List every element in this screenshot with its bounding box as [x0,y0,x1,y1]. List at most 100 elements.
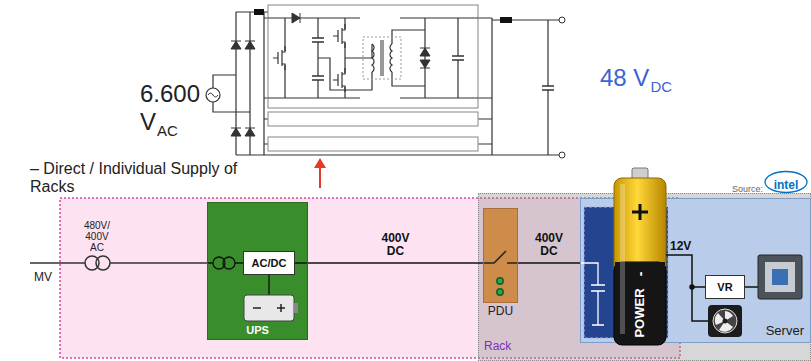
twelve-volt-bus-part [690,285,694,289]
battery-sign: - [632,272,648,277]
power-line [518,262,580,264]
edge-label: 400V DC [530,232,568,258]
battery-icon-part [244,295,294,321]
rectifier-schematic-part [363,37,401,79]
schematic-parts-part [245,128,255,136]
edge-label: 400V DC [377,232,415,258]
rectifier-schematic-part [390,44,392,72]
rectifier-schematic-part [268,137,478,151]
pointer-arrow-part [314,158,326,168]
unit-subscript: DC [650,78,672,95]
rectifier-schematic-part [372,44,374,72]
cpu-chip-part [758,255,802,299]
fan-icon-part [713,309,737,333]
converter-label: AC/DC [252,257,287,270]
label-holder: MV [34,267,52,285]
schematic-parts-part [542,86,554,90]
converter-box: AC/DC [243,251,295,275]
ac-source-part [208,93,218,97]
pointer-arrow [314,158,326,188]
schematic-parts-part [292,13,300,23]
schematic-parts-part [420,48,430,56]
schematic-parts-part [312,76,324,80]
pdu-switch-part [497,278,503,284]
schematic-parts [231,9,565,158]
label-holder: 6.600 [140,80,200,108]
vr-label: VR [717,281,732,294]
battery-icon-part [253,304,285,312]
label-holder: 48 V [600,64,649,92]
rectifier-schematic-part [392,30,425,86]
server-label: Server [766,324,804,339]
mv-feeder-part [30,262,207,264]
label-holder: V [140,108,156,136]
schematic-parts-part [420,60,430,68]
voltage-label: 12V [670,240,691,254]
fan-icon [708,305,742,337]
rectifier-schematic-part [268,112,478,126]
edge-label-holder: 400V DC [377,232,415,259]
voltage-value: 6.600 [140,80,200,108]
line-label: MV [34,271,52,285]
transformer-rating: 480V/ 400V AC [80,220,114,253]
edge-label-holder: 400V DC [530,232,568,259]
label-holder: – Direct / Individual Supply of Racks [30,160,280,196]
rectifier-schematic-part [268,5,478,108]
battery-text: POWER [633,288,648,337]
unit-subscript: AC [157,122,178,139]
source-note: Source: [732,184,763,194]
unit-symbol: V [140,108,156,136]
bullet-note: – Direct / Individual Supply of Racks [30,160,280,196]
battery-image-part [620,184,625,334]
pointer-arrow-part [319,166,321,188]
schematic-parts-part [273,46,287,70]
schematic-parts-part [231,128,241,136]
logo-ring [765,172,807,193]
cpu-chip-part [772,269,788,285]
label-holder: 480V/ 400V AC [80,220,114,255]
pdu-switch-part [497,289,503,295]
battery-icon-part [294,303,298,313]
battery-image-part [632,204,648,220]
rectifier-schematic-part [268,18,478,98]
label-holder: 12V [670,236,691,254]
ac-source-part [206,88,220,102]
schematic-parts-part [333,24,347,48]
pdu-label: PDU [488,305,513,319]
cpu-chip [758,255,802,299]
rectifier-schematic-part [381,40,383,76]
mv-feeder-part [85,256,99,270]
schematic-parts-part [312,38,324,42]
schematic-parts-part [452,56,464,60]
label-holder: AC [157,122,178,140]
rack-power-shelf-part [581,263,605,325]
schematic-parts-part [500,17,512,23]
mv-feeder [30,256,207,270]
schematic-parts-part [231,41,241,49]
voltage-value: 48 V [600,64,649,92]
rectifier-schematic [213,5,560,155]
ups-label: UPS [246,324,269,337]
schematic-parts-part [245,41,255,49]
schematic-parts-part [333,68,347,92]
power-line [308,262,483,264]
rack-label: Rack [484,340,511,354]
logo-text: intel [774,179,799,193]
battery-icon [244,295,298,321]
fan-icon-part [715,311,733,332]
battery-image [614,168,666,345]
facility-region [60,198,680,358]
vr-box: VR [705,275,745,299]
fan-icon-part [708,305,742,337]
label-holder: DC [650,78,672,96]
cpu-chip-part [765,262,795,292]
schematic-parts-part [559,152,565,158]
schematic-parts-part [559,17,565,23]
label-holder: Source: [732,178,763,196]
schematic-parts-part [254,9,264,15]
